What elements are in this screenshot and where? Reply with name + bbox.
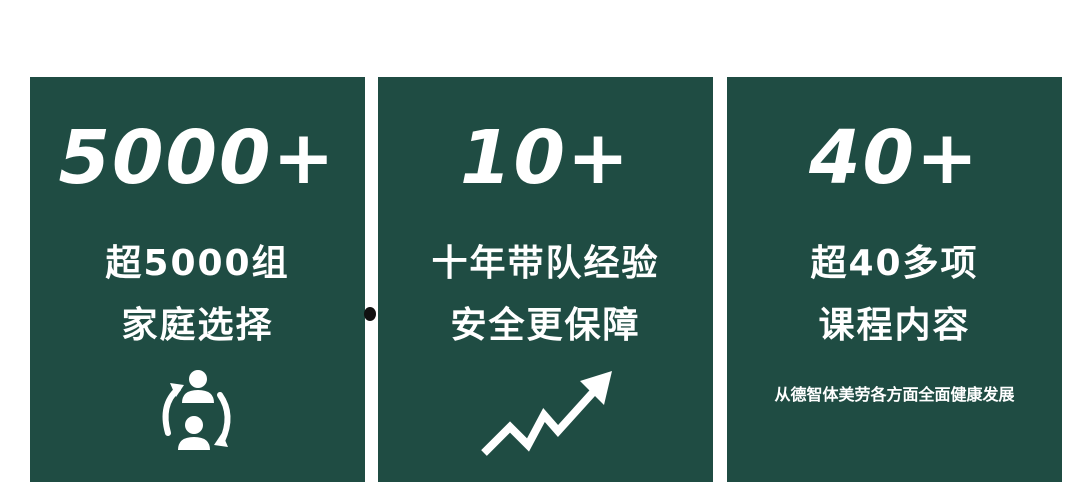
stat-headline: 十年带队经验 [431, 243, 660, 284]
stat-headline: 超5000组 [105, 243, 290, 284]
stat-number: 10+ [460, 115, 631, 201]
stat-number: 40+ [809, 115, 980, 201]
stat-note: 从德智体美劳各方面全面健康发展 [774, 385, 1015, 404]
stat-card-courses: 40+ 超40多项 课程内容 从德智体美劳各方面全面健康发展 [727, 77, 1062, 482]
family-cycle-icon [162, 370, 231, 450]
stat-card-experience: 10+ 十年带队经验 安全更保障 [378, 77, 713, 482]
growth-arrow-icon [481, 371, 612, 456]
stat-number: 5000+ [58, 115, 337, 201]
divider-dot [364, 307, 376, 321]
stat-subline: 安全更保障 [450, 305, 641, 346]
stat-subline: 家庭选择 [121, 305, 274, 346]
stat-headline: 超40多项 [810, 243, 979, 284]
stat-card-families: 5000+ 超5000组 家庭选择 [30, 77, 365, 482]
stat-subline: 课程内容 [818, 305, 971, 346]
